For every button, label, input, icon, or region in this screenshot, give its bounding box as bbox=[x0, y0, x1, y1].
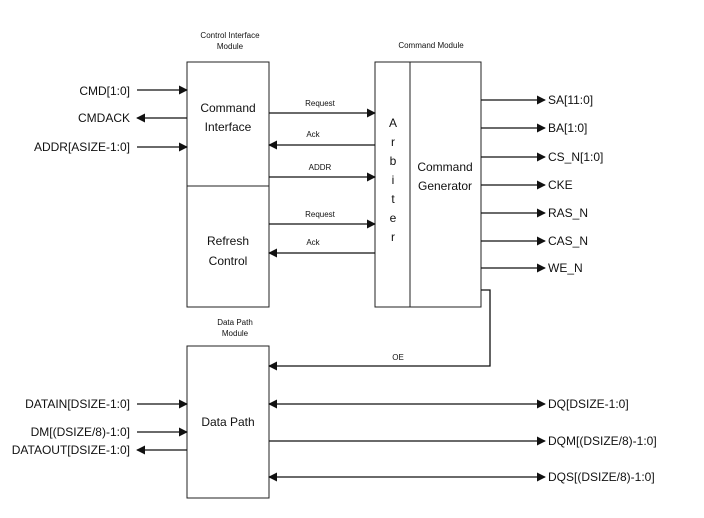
control-interface-header-line1: Control Interface bbox=[200, 31, 260, 40]
dqm-label: DQM[(DSIZE/8)-1:0] bbox=[548, 434, 657, 448]
we-n-label: WE_N bbox=[548, 261, 583, 275]
ras-n-label: RAS_N bbox=[548, 206, 588, 220]
arbiter-letter-2: r bbox=[391, 135, 395, 149]
data-path-module-box bbox=[186, 345, 270, 499]
command-module-box bbox=[374, 61, 482, 308]
dataout-label: DATAOUT[DSIZE-1:0] bbox=[12, 443, 130, 457]
arbiter-letter-3: b bbox=[390, 154, 397, 168]
cke-label: CKE bbox=[548, 178, 573, 192]
command-generator-label-line1: Command bbox=[417, 160, 472, 174]
arbiter-letter-6: e bbox=[390, 211, 397, 225]
oe-label: OE bbox=[392, 353, 404, 362]
addr-internal-label: ADDR bbox=[309, 163, 332, 172]
addr-input-label: ADDR[ASIZE-1:0] bbox=[34, 140, 130, 154]
command-module-header: Command Module bbox=[398, 41, 464, 50]
command-interface-label-line2: Interface bbox=[205, 120, 252, 134]
cmdack-label: CMDACK bbox=[78, 111, 130, 125]
arbiter-letter-1: A bbox=[389, 116, 397, 130]
cmd-label: CMD[1:0] bbox=[79, 84, 130, 98]
cas-n-label: CAS_N bbox=[548, 234, 588, 248]
cs-n-label: CS_N[1:0] bbox=[548, 150, 603, 164]
refresh-control-label-line2: Control bbox=[209, 254, 248, 268]
ack-2-label: Ack bbox=[306, 238, 320, 247]
datain-label: DATAIN[DSIZE-1:0] bbox=[25, 397, 130, 411]
dq-label: DQ[DSIZE-1:0] bbox=[548, 397, 629, 411]
oe-arrow bbox=[268, 289, 491, 371]
control-interface-header-line2: Module bbox=[217, 42, 244, 51]
arbiter-letter-5: t bbox=[391, 192, 395, 206]
request-1-label: Request bbox=[305, 99, 336, 108]
control-interface-module-box bbox=[186, 61, 270, 308]
sa-label: SA[11:0] bbox=[548, 93, 593, 107]
refresh-control-label-line1: Refresh bbox=[207, 234, 249, 248]
command-interface-label-line1: Command bbox=[200, 101, 255, 115]
command-generator-label-line2: Generator bbox=[418, 179, 472, 193]
arbiter-letter-7: r bbox=[391, 230, 395, 244]
data-path-label: Data Path bbox=[201, 415, 254, 429]
arbiter-letter-4: i bbox=[392, 173, 395, 187]
ack-1-label: Ack bbox=[306, 130, 320, 139]
request-2-label: Request bbox=[305, 210, 336, 219]
data-path-header-line1: Data Path bbox=[217, 318, 253, 327]
data-path-header-line2: Module bbox=[222, 329, 249, 338]
ba-label: BA[1:0] bbox=[548, 121, 587, 135]
dm-label: DM[(DSIZE/8)-1:0] bbox=[31, 425, 130, 439]
dqs-label: DQS[(DSIZE/8)-1:0] bbox=[548, 470, 655, 484]
